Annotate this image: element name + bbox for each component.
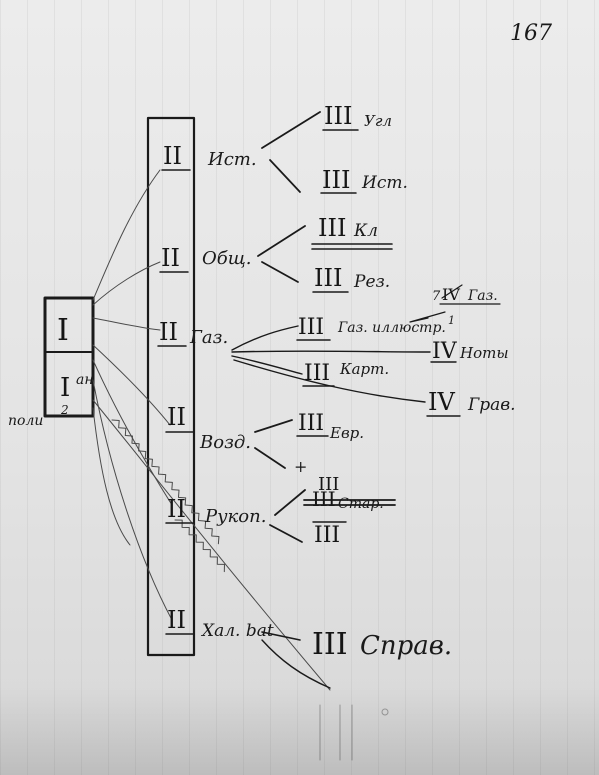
level2-entry: II Ист.: [161, 142, 257, 171]
level4-entry-annotated: 7 IV Газ. 1: [409, 284, 501, 327]
svg-text:IV: IV: [432, 339, 458, 364]
svg-text:Угл: Угл: [364, 112, 392, 130]
margin-note: поли: [8, 413, 43, 429]
svg-text:Справ.: Справ.: [360, 631, 452, 661]
level2-column-box: [146, 116, 196, 657]
svg-text:Газ. иллюстр.: Газ. иллюстр.: [337, 320, 446, 336]
svg-text:III: III: [304, 361, 330, 386]
svg-text:II: II: [159, 318, 178, 346]
svg-text:Возд.: Возд.: [199, 432, 251, 453]
svg-text:III: III: [298, 315, 324, 340]
level4-entry: IV Ноты: [430, 339, 509, 364]
svg-text:II: II: [161, 244, 180, 272]
svg-text:Стар.: Стар.: [338, 496, 384, 512]
svg-text:II: II: [167, 606, 186, 634]
pencil-scribble-2: [174, 519, 225, 573]
root-fraction: 2: [60, 403, 69, 417]
svg-text:Общ.: Общ.: [202, 248, 251, 269]
level3-entry: III Рез.: [312, 264, 390, 293]
root-numeral-bottom: I: [60, 373, 70, 403]
svg-text:Рукоп.: Рукоп.: [204, 506, 266, 527]
svg-text:III: III: [298, 411, 324, 436]
svg-text:III: III: [322, 166, 350, 194]
svg-text:Кл: Кл: [353, 221, 378, 241]
level2-to-level3-branches: [231, 111, 431, 689]
svg-text:III: III: [318, 214, 346, 242]
svg-text:II: II: [163, 142, 182, 170]
level2-entry: II Газ.: [157, 318, 228, 348]
svg-text:Ноты: Ноты: [459, 344, 509, 362]
level2-entry: II Рукоп.: [165, 495, 266, 527]
faint-bottom-marks: [319, 704, 389, 761]
svg-text:III: III: [318, 474, 339, 495]
svg-text:Карт.: Карт.: [339, 360, 389, 378]
svg-text:Рез.: Рез.: [353, 272, 390, 292]
level3-entry: III Карт.: [302, 360, 389, 387]
level2-entry: II Возд.: [165, 403, 251, 453]
svg-text:Ист.: Ист.: [361, 173, 408, 193]
svg-text:Газ.: Газ.: [189, 327, 228, 348]
page-number: 167: [510, 21, 552, 46]
level3-entry: III Евр.: [296, 411, 364, 442]
svg-text:II: II: [167, 403, 186, 431]
level3-entry: III Справ.: [312, 627, 452, 662]
svg-text:II: II: [167, 495, 186, 523]
level3-entry: III Газ. иллюстр.: [296, 315, 446, 341]
svg-text:Грав.: Грав.: [467, 395, 516, 415]
svg-text:IV: IV: [428, 388, 455, 416]
svg-text:III: III: [312, 627, 348, 662]
root-box: [43, 296, 95, 418]
level3-entry: III: [318, 474, 339, 495]
svg-text:III: III: [324, 102, 352, 130]
svg-text:III: III: [314, 264, 342, 292]
small-cross-note: +: [294, 457, 307, 476]
level4-entry: IV Грав.: [426, 388, 516, 417]
svg-text:Газ.: Газ.: [467, 288, 498, 304]
level3-entry: III Угл: [322, 102, 392, 131]
svg-text:Ист.: Ист.: [207, 149, 257, 170]
level3-entry-struck: III Стар.: [303, 487, 396, 512]
svg-text:Евр.: Евр.: [329, 424, 364, 442]
level3-entry: III Кл: [311, 214, 393, 250]
svg-text:Хал. bat: Хал. bat: [200, 621, 274, 641]
pencil-scribble: [111, 419, 220, 545]
svg-text:1: 1: [448, 314, 455, 327]
root-side-note: ан: [76, 372, 94, 388]
level2-entry: II Общ.: [159, 244, 251, 273]
level3-entry: III: [312, 521, 347, 548]
level2-entry: II Хал. bat: [165, 606, 274, 641]
svg-text:7: 7: [432, 289, 441, 304]
svg-text:III: III: [314, 523, 340, 548]
level3-entry: III Ист.: [320, 166, 408, 194]
root-numeral-top: I: [57, 313, 69, 348]
